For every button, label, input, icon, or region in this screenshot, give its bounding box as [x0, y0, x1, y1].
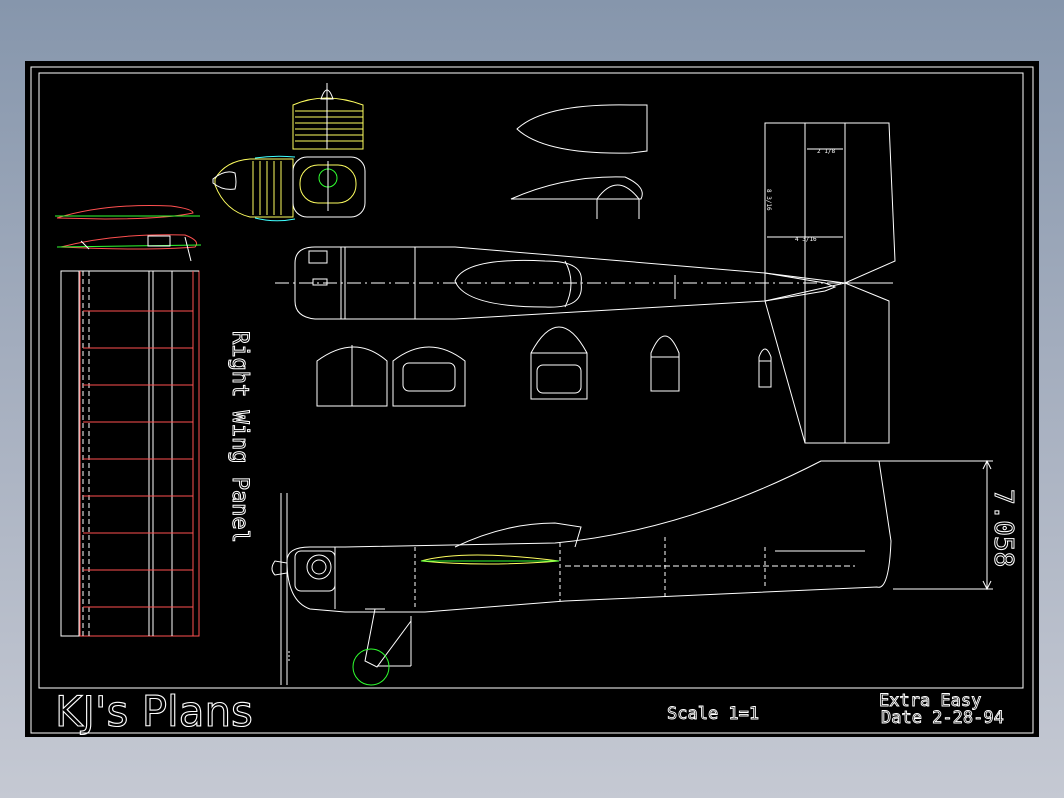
fuselage-top-view [275, 246, 893, 320]
wing-panel-label: Right Wing Panel [227, 331, 253, 544]
scale-label: Scale 1=1 [667, 704, 759, 724]
cowl-side-view [212, 155, 366, 222]
landing-gear [288, 608, 412, 686]
fuselage-cross-sections [316, 326, 772, 407]
tail-height-dimension [879, 459, 993, 591]
cowl-front-view [292, 83, 364, 150]
tail-height-label: 7.058 [988, 489, 1019, 568]
fuselage-side-view [271, 460, 892, 685]
outer-border [30, 66, 1034, 734]
wing-panel-plan [60, 270, 200, 637]
plans-title: KJ's Plans [55, 687, 253, 736]
drawing-viewport[interactable]: Right Wing Panel [25, 61, 1039, 737]
stab-dimension-labels: 2 1/8 4 3/16 8 3/16 [765, 148, 835, 243]
tail-height-label-text: 7.058 [988, 489, 1018, 567]
plane-name: Extra Easy [879, 691, 981, 711]
fin-width-dimension: 2 1/8 [817, 148, 835, 155]
wing-panel-label-text: Right Wing Panel [227, 331, 252, 543]
stabilizer-plan [764, 122, 896, 444]
canopy-top-view [516, 104, 648, 154]
stab-span-dimension: 8 3/16 [765, 189, 772, 211]
wing-rib-sections [55, 205, 202, 262]
plan-date: Date 2-28-94 [881, 708, 1004, 728]
inner-border [38, 72, 1024, 689]
plan-drawing: Right Wing Panel [30, 66, 1034, 737]
canopy-side-view [510, 176, 643, 219]
elevator-dimension: 4 3/16 [795, 236, 817, 243]
